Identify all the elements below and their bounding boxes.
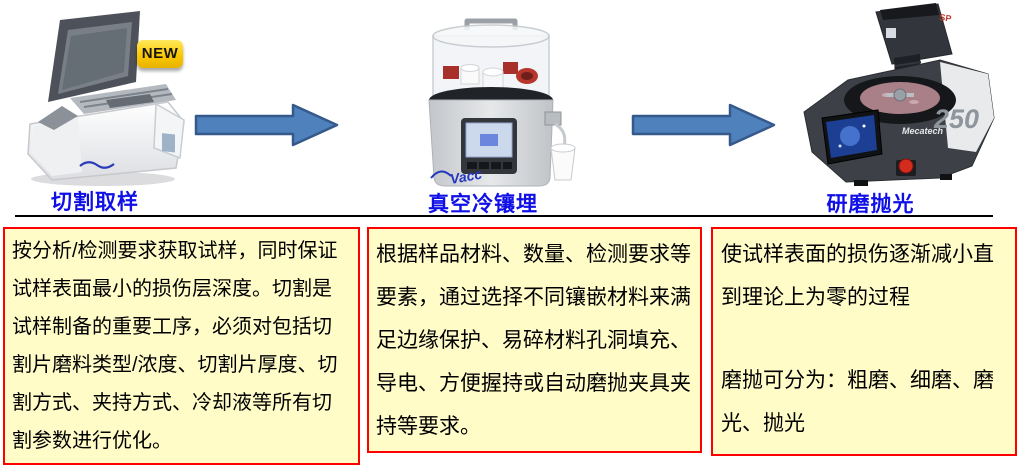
vacuum-unit-logo: Vacc xyxy=(449,166,484,187)
flow-arrow-right-icon xyxy=(194,103,339,147)
machine-model-label: 250 xyxy=(933,104,979,134)
description-box-vacuum-mounting: 根据样品材料、数量、检测要求等要素，通过选择不同镶嵌材料来满足边缘保护、易碎材料… xyxy=(367,227,702,453)
stage-label-vacuum-mounting: 真空冷镶埋 xyxy=(428,193,538,216)
flow-arrow-right-icon xyxy=(631,103,776,147)
machine-brand-label: Mecatech xyxy=(902,126,944,136)
description-text: 根据样品材料、数量、检测要求等要素，通过选择不同镶嵌材料来满足边缘保护、易碎材料… xyxy=(376,243,691,438)
description-box-cutting: 按分析/检测要求获取试样，同时保证试样表面最小的损伤层深度。切割是试样制备的重要… xyxy=(3,227,360,465)
description-text: 磨抛可分为：粗磨、细磨、磨光、抛光 xyxy=(721,369,994,435)
vacuum-cold-mounting-machine-photo: Vacc xyxy=(405,6,577,198)
description-box-grinding-polishing: 使试样表面的损伤逐渐减小直到理论上为零的过程 磨抛可分为：粗磨、细磨、磨光、抛光 xyxy=(711,227,1017,456)
new-badge: NEW xyxy=(137,40,183,68)
cutting-machine-illustration xyxy=(27,11,185,186)
cutting-machine-brand-mark xyxy=(79,161,115,169)
emergency-stop-button xyxy=(898,158,914,174)
polisher-illustration: SP Mecatech 250 xyxy=(803,3,995,186)
cutting-machine-photo xyxy=(18,6,188,188)
stage-label-grinding-polishing: 研磨抛光 xyxy=(826,193,915,216)
vacuum-unit-illustration: Vacc xyxy=(428,18,576,187)
description-text: 按分析/检测要求获取试样，同时保证试样表面最小的损伤层深度。切割是试样制备的重要… xyxy=(12,240,338,452)
description-text: 使试样表面的损伤逐渐减小直到理论上为零的过程 xyxy=(721,243,994,309)
head-model-label: SP xyxy=(939,12,952,24)
grinding-polishing-machine-photo: SP Mecatech 250 xyxy=(790,0,1002,198)
stage-label-cutting: 切割取样 xyxy=(51,191,139,214)
divider-line xyxy=(15,215,993,217)
